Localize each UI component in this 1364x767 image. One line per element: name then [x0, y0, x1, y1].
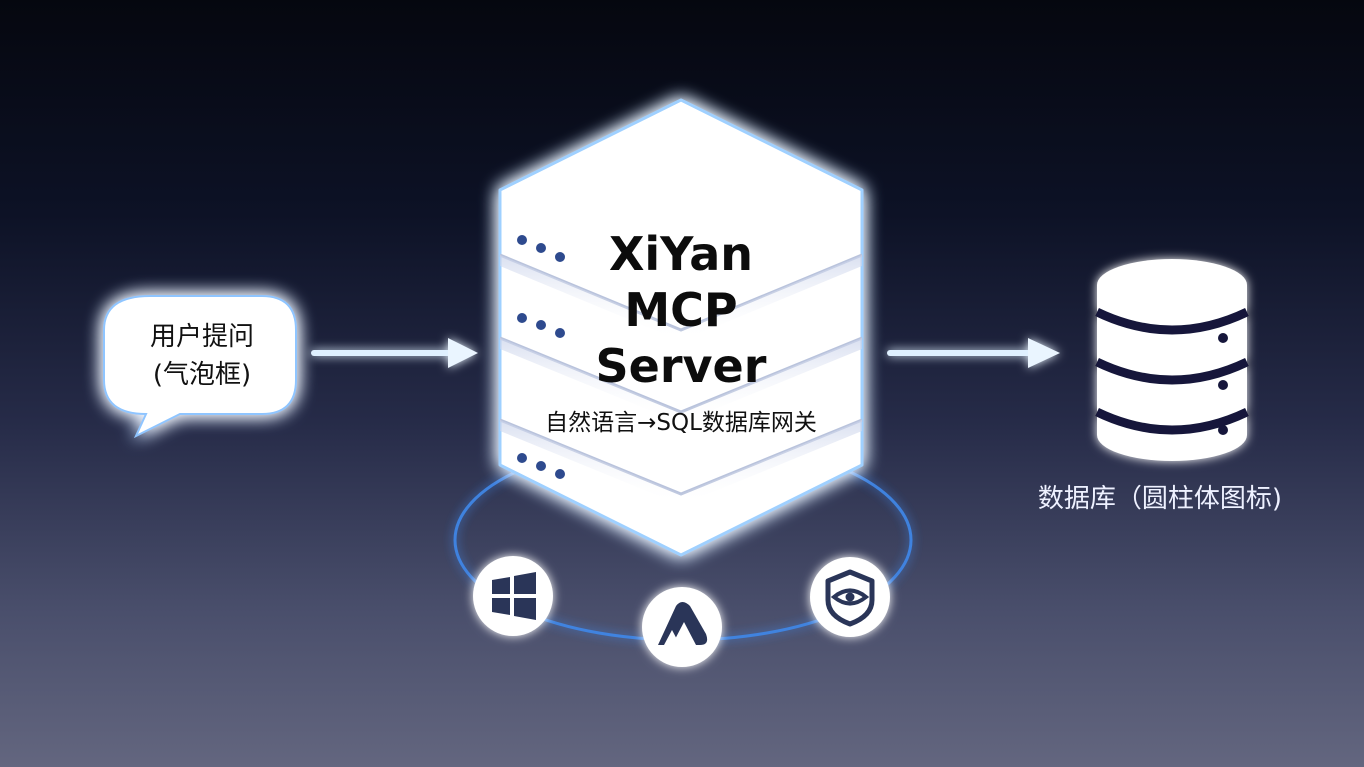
- bubble-line-1: 用户提问: [149, 322, 254, 352]
- server-hexagon: [498, 98, 864, 557]
- database-label: 数据库（圆柱体图标): [1037, 484, 1283, 514]
- server-dots-3: [517, 453, 565, 479]
- server-title: XiYan MCP Server: [500, 226, 862, 394]
- mountain-logo-icon: [642, 587, 722, 667]
- bubble-line-2: (气泡框): [152, 360, 252, 390]
- shield-eye-icon: [810, 557, 890, 637]
- server-subtitle: 自然语言→SQL数据库网关: [545, 410, 817, 436]
- server-layer-seams: [499, 253, 863, 505]
- arrow-to-server: [311, 338, 478, 368]
- server-title-line-3: Server: [595, 339, 767, 393]
- server-title-line-2: MCP: [624, 283, 738, 337]
- server-dots-2: [517, 313, 565, 338]
- speech-bubble-shape: [103, 295, 297, 439]
- arrow-to-database: [887, 338, 1060, 368]
- database-icon: [1095, 259, 1249, 461]
- server-title-line-1: XiYan: [608, 227, 754, 281]
- windows-icon: [473, 556, 553, 636]
- user-question-label: 用户提问 (气泡框): [112, 318, 292, 394]
- server-dots-1: [517, 235, 565, 262]
